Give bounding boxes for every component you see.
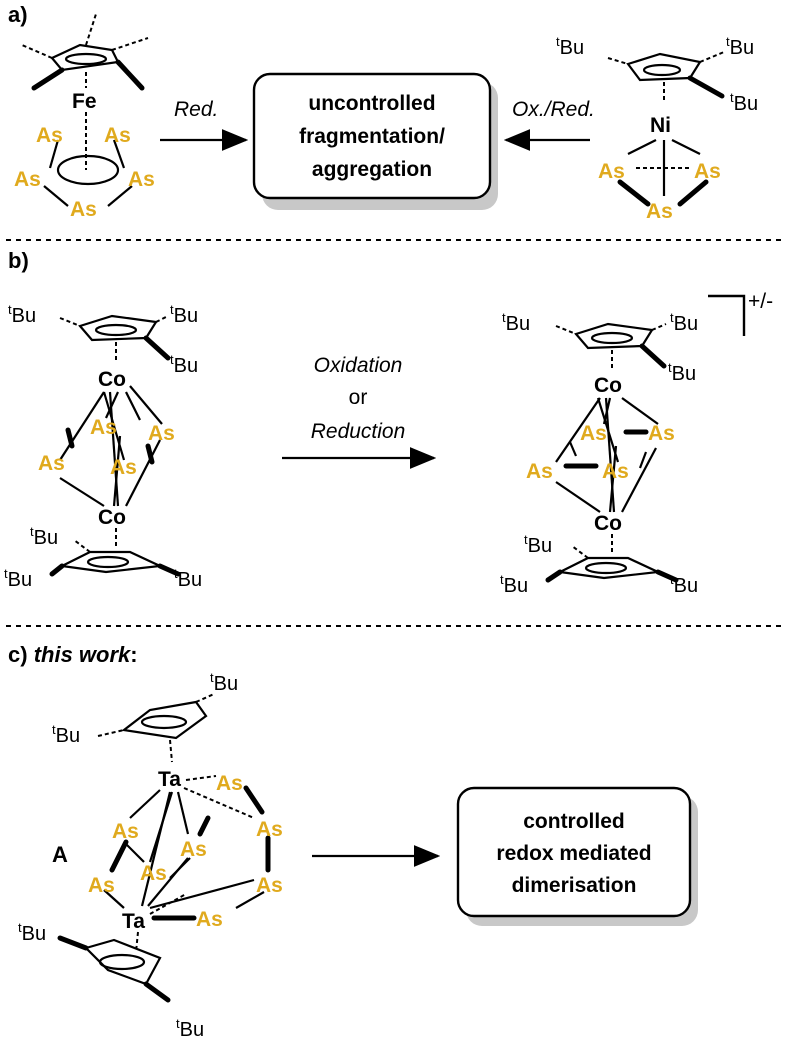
- as-atom: As: [256, 818, 283, 841]
- tbu-label: tBu: [210, 670, 238, 695]
- arrow-label-red: Red.: [174, 98, 218, 121]
- tbu-label: tBu: [670, 310, 698, 335]
- as-atom: As: [112, 820, 139, 843]
- charge-bracket: [708, 294, 746, 336]
- arrow-label-oxred: Ox./Red.: [512, 98, 595, 121]
- as-atom: As: [216, 772, 243, 795]
- tbu-label: tBu: [170, 302, 198, 327]
- co-atom: Co: [594, 374, 622, 397]
- as-atom: As: [256, 874, 283, 897]
- as-atom: As: [646, 200, 673, 223]
- fe-atom: Fe: [72, 90, 97, 113]
- ni-complex: tBu tBu tBu Ni As As As: [556, 34, 758, 223]
- as-atom: As: [648, 422, 675, 445]
- panel-c-label: c) this work:: [8, 642, 138, 667]
- ta-atom: Ta: [122, 910, 145, 933]
- tbu-label: tBu: [502, 310, 530, 335]
- box-line-3: dimerisation: [512, 874, 637, 897]
- arrow-label-or: or: [349, 386, 368, 409]
- panel-a: a) Fe As As As As As: [8, 2, 758, 223]
- panel-b-label: b): [8, 248, 29, 273]
- as-atom: As: [70, 198, 97, 221]
- as-atom: As: [140, 862, 167, 885]
- ta-atom: Ta: [158, 768, 181, 791]
- panel-c: c) this work: tBu tBu Ta Ta: [8, 642, 698, 1041]
- as-atom: As: [180, 838, 207, 861]
- controlled-box: [456, 786, 692, 918]
- tbu-label: tBu: [726, 34, 754, 59]
- box-line-3: aggregation: [312, 158, 432, 181]
- as-atom: As: [148, 422, 175, 445]
- tbu-label: tBu: [500, 572, 528, 597]
- as-atom: As: [14, 168, 41, 191]
- tbu-label: tBu: [170, 352, 198, 377]
- tbu-label: tBu: [18, 920, 46, 945]
- ni-atom: Ni: [650, 114, 671, 137]
- co-atom: Co: [98, 506, 126, 529]
- tbu-label: tBu: [52, 722, 80, 747]
- tbu-label: tBu: [524, 532, 552, 557]
- co-atom: Co: [98, 368, 126, 391]
- tbu-label: tBu: [30, 524, 58, 549]
- as-atom: As: [196, 908, 223, 931]
- as-atom: As: [110, 456, 137, 479]
- as-atom: As: [104, 124, 131, 147]
- tbu-label: tBu: [174, 566, 202, 591]
- as-atom: As: [36, 124, 63, 147]
- uncontrolled-box: [252, 72, 492, 200]
- tbu-label: tBu: [668, 360, 696, 385]
- as-atom: As: [88, 874, 115, 897]
- panel-b: b) tBu tBu tBu Co Co As As: [4, 248, 773, 597]
- charge-label: +/-: [748, 290, 773, 313]
- tbu-label: tBu: [730, 90, 758, 115]
- tbu-label: tBu: [4, 566, 32, 591]
- co-complex-right: tBu tBu tBu +/- Co Co As: [500, 290, 773, 597]
- as-atom: As: [580, 422, 607, 445]
- as-atom: As: [526, 460, 553, 483]
- as-atom: As: [598, 160, 625, 183]
- compound-label: A: [52, 842, 68, 867]
- panel-a-label: a): [8, 2, 28, 27]
- as-atom: As: [694, 160, 721, 183]
- tbu-label: tBu: [670, 572, 698, 597]
- fe-complex: Fe As As As As As: [14, 13, 155, 221]
- arrow-label-oxidation: Oxidation: [314, 354, 403, 377]
- box-line-2: fragmentation/: [299, 125, 445, 148]
- arrow-label-reduction: Reduction: [311, 420, 406, 443]
- as-atom: As: [38, 452, 65, 475]
- tbu-label: tBu: [556, 34, 584, 59]
- box-line-2: redox mediated: [496, 842, 651, 865]
- as-atom: As: [90, 416, 117, 439]
- as-atom: As: [602, 460, 629, 483]
- box-line-1: controlled: [523, 810, 625, 833]
- as-atom: As: [128, 168, 155, 191]
- tbu-label: tBu: [176, 1016, 204, 1041]
- tbu-label: tBu: [8, 302, 36, 327]
- box-line-1: uncontrolled: [308, 92, 435, 115]
- co-atom: Co: [594, 512, 622, 535]
- ta-complex: tBu tBu Ta Ta: [18, 670, 283, 1041]
- co-complex-left: tBu tBu tBu Co Co As As As As: [4, 302, 202, 591]
